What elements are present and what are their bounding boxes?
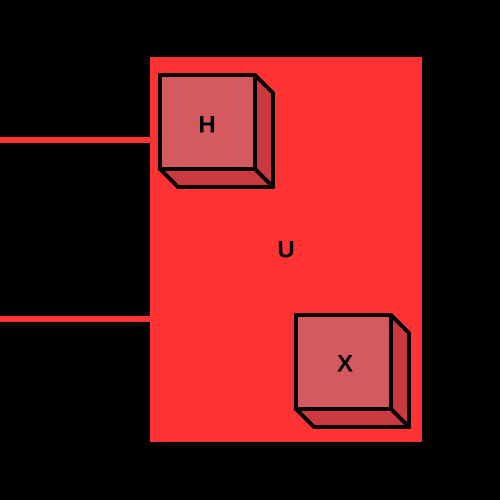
gate-h-label: H (198, 111, 215, 138)
wire-top (0, 137, 152, 143)
gate-x-box: X (294, 313, 411, 429)
gate-h-face (158, 73, 257, 171)
gate-x-bottom (294, 407, 411, 429)
gate-x-label: X (337, 350, 353, 377)
unitary-label: U (277, 236, 294, 263)
gate-h-bottom (158, 167, 275, 189)
wire-bottom (0, 316, 152, 322)
gate-h-box: H (158, 73, 275, 189)
gate-x-face (294, 313, 393, 411)
